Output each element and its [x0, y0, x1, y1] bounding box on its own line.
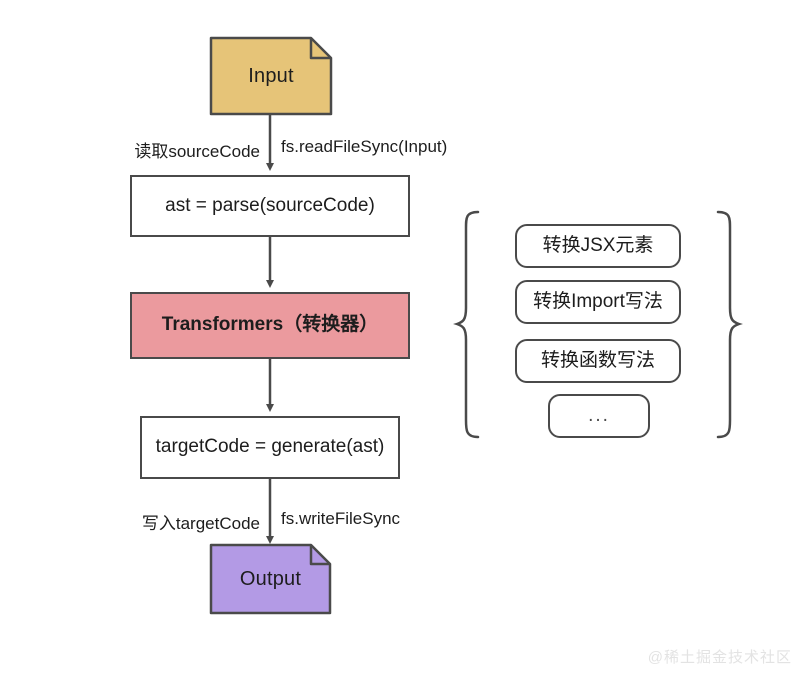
transform-item-import[interactable]: 转换Import写法: [515, 280, 681, 324]
transform-item-more[interactable]: ...: [548, 394, 650, 438]
brace-right: [716, 210, 743, 439]
transform-item-import-label: 转换Import写法: [533, 290, 663, 312]
node-transformers[interactable]: Transformers（转换器）: [130, 292, 410, 359]
watermark: @稀土掘金技术社区: [647, 649, 792, 666]
node-output-label: Output: [239, 567, 302, 590]
transform-item-more-label: ...: [588, 404, 610, 426]
node-parse-label: ast = parse(sourceCode): [165, 194, 375, 216]
transform-item-function[interactable]: 转换函数写法: [515, 339, 681, 383]
node-parse[interactable]: ast = parse(sourceCode): [130, 175, 410, 237]
node-output-shape: [209, 543, 332, 615]
edge-label-read-source: 读取sourceCode: [134, 142, 260, 161]
node-input-label: Input: [248, 64, 294, 87]
node-transformers-label: Transformers（转换器）: [161, 314, 379, 336]
brace-left: [453, 210, 480, 439]
transform-item-jsx-label: 转换JSX元素: [542, 234, 654, 256]
transform-item-jsx[interactable]: 转换JSX元素: [515, 224, 681, 268]
edge-label-write-file-sync: fs.writeFileSync: [281, 509, 401, 528]
edge-label-read-file-sync: fs.readFileSync(Input): [281, 137, 448, 156]
node-generate-label: targetCode = generate(ast): [155, 436, 385, 458]
node-generate[interactable]: targetCode = generate(ast): [140, 416, 400, 479]
node-input-shape: [209, 36, 333, 116]
transform-item-function-label: 转换函数写法: [540, 349, 655, 371]
edge-label-write-target: 写入targetCode: [141, 514, 260, 533]
